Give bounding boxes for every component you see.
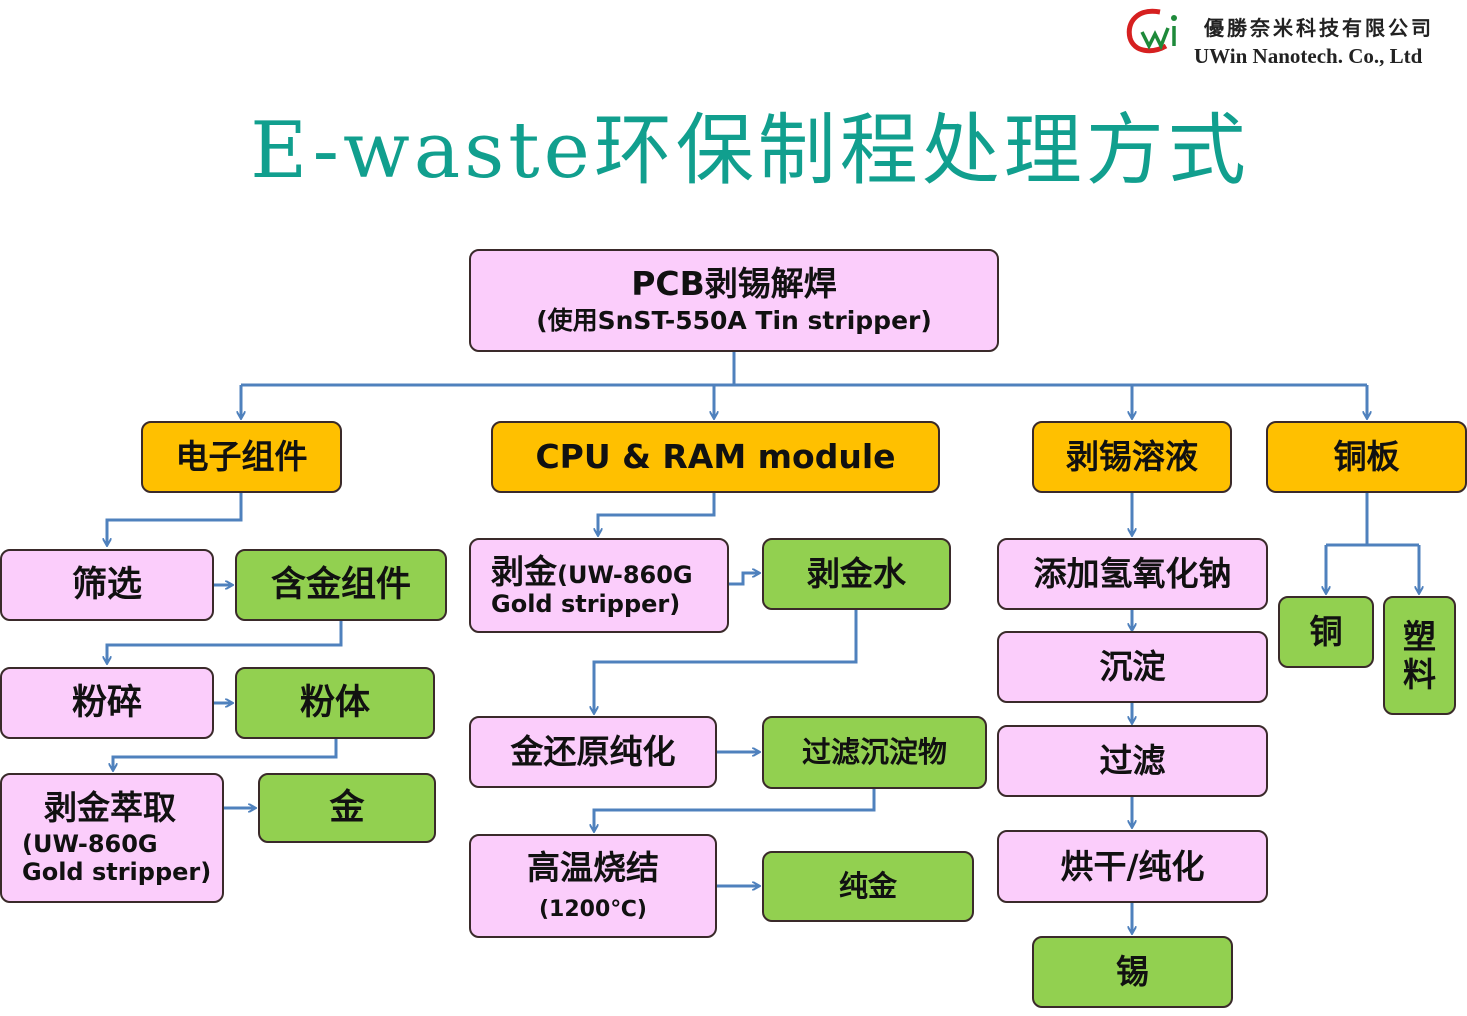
strip-gold-sublabel-2: Gold stripper)	[491, 589, 681, 618]
connector-components-sieve	[107, 492, 243, 545]
step-strip-gold: 剥金(UW-860G Gold stripper)	[469, 538, 729, 633]
step-reduce-purify: 金还原纯化	[469, 716, 717, 788]
connector-cpu-stripgold	[598, 492, 716, 535]
connector-stripgold-solution	[729, 573, 759, 586]
plastic-label-2: 料	[1403, 654, 1436, 694]
extract-sublabel-2: Gold stripper)	[22, 857, 212, 886]
strip-gold-line: 剥金(UW-860G	[491, 551, 693, 591]
product-filter-precipitate: 过滤沉淀物	[762, 716, 987, 789]
product-pure-gold: 纯金	[762, 851, 974, 922]
category-copper-board: 铜板	[1266, 421, 1467, 493]
extract-sublabel-1: (UW-860G	[22, 830, 158, 859]
category-components: 电子组件	[141, 421, 342, 493]
root-pcb-box: PCB剥锡解焊 (使用SnST-550A Tin stripper)	[469, 249, 999, 352]
sinter-label: 高温烧结	[527, 848, 659, 888]
company-logo: 優勝奈米科技有限公司 UWin Nanotech. Co., Ltd	[1122, 4, 1462, 74]
step-sieve: 筛选	[0, 549, 214, 621]
step-extract-gold: 剥金萃取 (UW-860G Gold stripper)	[0, 773, 224, 903]
root-label: PCB剥锡解焊	[631, 264, 837, 304]
step-add-naoh: 添加氢氧化钠	[997, 538, 1268, 610]
product-gold: 金	[258, 773, 436, 843]
product-gold-parts: 含金组件	[235, 549, 447, 621]
logo-chinese-name: 優勝奈米科技有限公司	[1204, 16, 1434, 40]
product-gold-solution: 剥金水	[762, 538, 951, 610]
sinter-sublabel: (1200℃)	[539, 897, 647, 923]
connector-filter-sinter	[594, 789, 876, 831]
category-cpu-ram: CPU & RAM module	[491, 421, 940, 493]
logo-english-name: UWin Nanotech. Co., Ltd	[1194, 44, 1423, 68]
product-copper: 铜	[1278, 596, 1374, 668]
product-tin: 锡	[1032, 936, 1233, 1008]
strip-gold-sublabel-1: (UW-860G	[557, 560, 693, 589]
uwin-logo-icon	[1126, 8, 1177, 54]
page-title: E-waste环保制程处理方式	[250, 106, 1250, 196]
step-sinter: 高温烧结 (1200℃)	[469, 834, 717, 938]
category-tin-solution: 剥锡溶液	[1032, 421, 1232, 493]
product-plastic: 塑 料	[1383, 596, 1456, 715]
step-precipitate: 沉淀	[997, 631, 1268, 703]
extract-label: 剥金萃取	[44, 788, 176, 828]
step-filter: 过滤	[997, 725, 1268, 797]
connector-powder-extract	[113, 739, 338, 770]
strip-gold-label: 剥金	[491, 551, 557, 591]
step-dry-purify: 烘干/纯化	[997, 830, 1268, 903]
connector-goldparts-grind	[107, 620, 343, 663]
connector-solution-reduce	[594, 610, 858, 713]
root-sublabel: (使用SnST-550A Tin stripper)	[536, 306, 932, 336]
step-grind: 粉碎	[0, 667, 214, 739]
plastic-label-1: 塑	[1403, 616, 1436, 656]
product-powder: 粉体	[235, 667, 435, 739]
